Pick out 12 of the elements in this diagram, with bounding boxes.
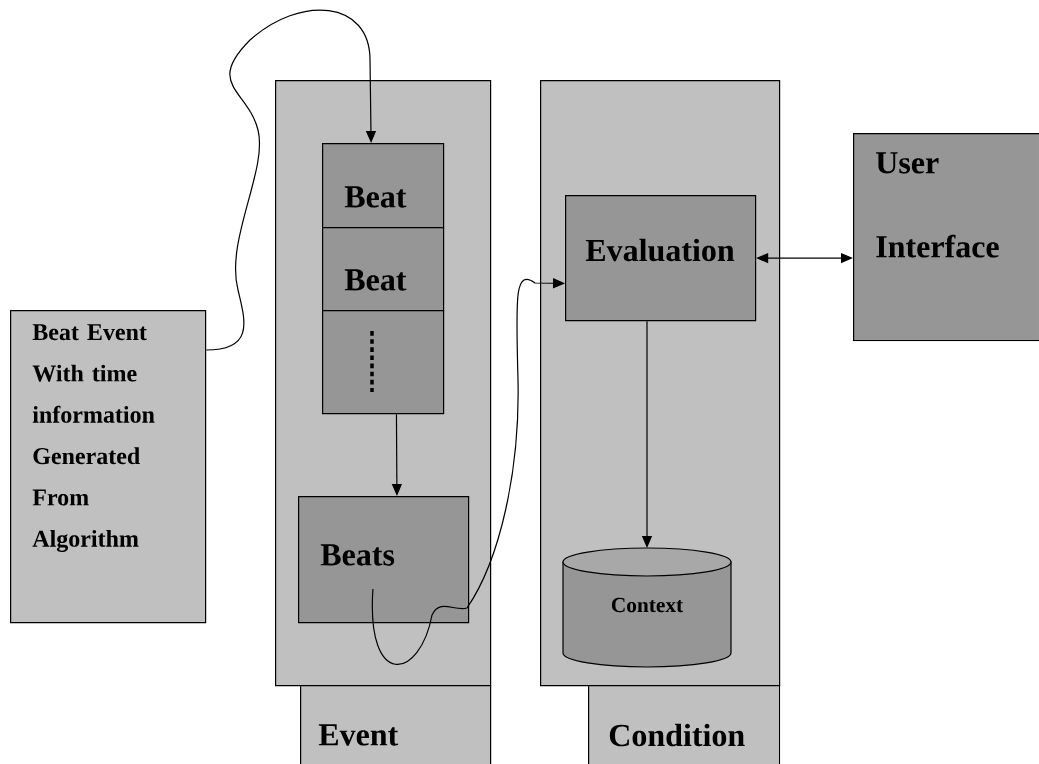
curved-arrow <box>371 278 565 665</box>
database-cylinder: Context <box>562 547 732 668</box>
note-box: Beat Event With time information Generated From Algorithm <box>10 310 207 624</box>
process-box: Evaluation <box>565 195 757 322</box>
curved-arrow <box>205 9 377 351</box>
column-tab: Event <box>300 685 492 764</box>
column-tab: Condition <box>588 685 781 764</box>
beats-box: Beats <box>298 496 470 624</box>
interface-box: User Interface <box>853 133 1039 342</box>
beat-box: Beat <box>322 227 445 312</box>
ellipsis-box <box>322 310 445 415</box>
beat-box: Beat <box>322 143 445 229</box>
